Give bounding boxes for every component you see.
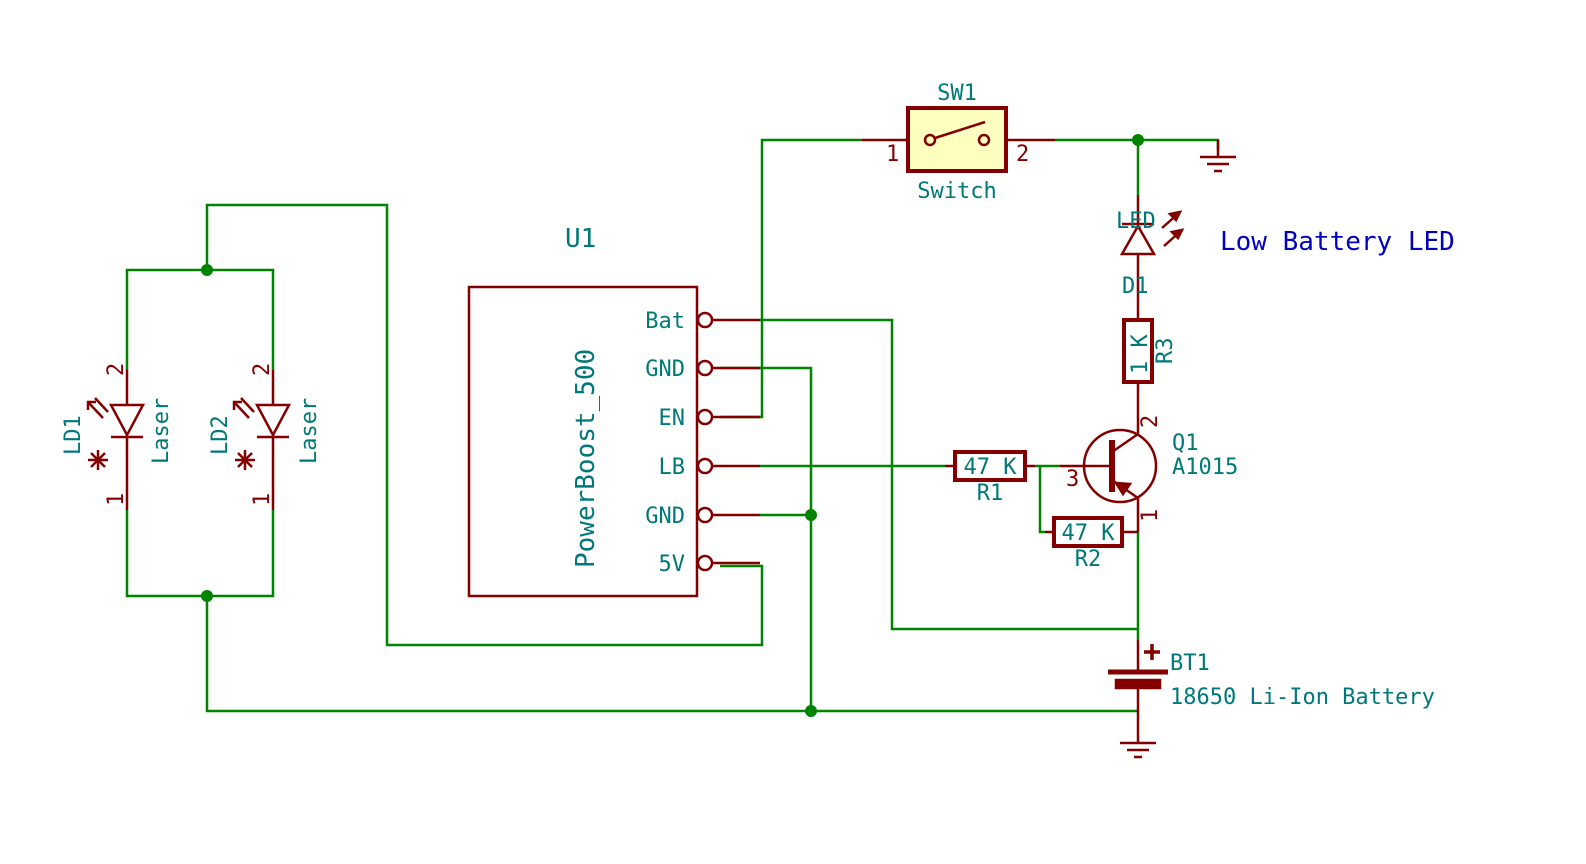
sw1-switch: SW1 Switch 1 2: [862, 81, 1055, 204]
r2-ref: R2: [1075, 547, 1102, 572]
ground-symbol-top: [1200, 140, 1236, 173]
bt1-plate-negative: [1114, 678, 1162, 690]
ld2-pin-anode: 2: [250, 363, 275, 376]
d1-led: LED D1: [1116, 195, 1185, 318]
r1-value: 47 K: [964, 455, 1018, 480]
u1-pin-circle: [696, 554, 714, 572]
ld1-pin-anode: 2: [104, 363, 129, 376]
ld1-arrow: [87, 401, 104, 419]
r3-resistor: 1 K R3: [1122, 318, 1178, 430]
junction: [1132, 134, 1144, 146]
ld1-pin-cathode: 1: [104, 493, 129, 506]
wire-bat: [760, 318, 1138, 631]
sw1-contact: [977, 133, 991, 147]
wires: [125, 138, 1220, 713]
u1-pin-en: EN: [659, 406, 686, 431]
q1-value: A1015: [1172, 455, 1238, 480]
u1-pin-circle: [696, 506, 714, 524]
q1-arrow: [1113, 481, 1133, 497]
junction: [201, 590, 213, 602]
ld1-arrow: [94, 397, 109, 413]
bt1-ref: BT1: [1170, 651, 1210, 676]
q1-pin-emitter: 1: [1138, 509, 1163, 522]
ld1-triangle: [108, 403, 146, 438]
ld2-laser: 2 1 LD2 Laser: [208, 363, 322, 510]
junction: [805, 705, 817, 717]
u1-ref: U1: [565, 224, 596, 254]
ld2-triangle: [254, 403, 292, 438]
u1-value: PowerBoost_500: [571, 349, 601, 568]
wire-gnd1: [720, 366, 813, 711]
junction: [805, 509, 817, 521]
note-low-battery: Low Battery LED: [1220, 227, 1455, 257]
u1-pin-gnd: GND: [645, 357, 685, 382]
ld2-value: Laser: [297, 398, 322, 464]
ld2-pin-cathode: 1: [250, 493, 275, 506]
sw1-ref: SW1: [937, 81, 977, 106]
wire-r2-link: [1038, 466, 1045, 534]
sw1-pin2: 2: [1016, 142, 1029, 167]
u1-pin-circle: [696, 457, 714, 475]
u1-module: U1 PowerBoost_500 Bat GND EN LB GND 5V: [467, 224, 760, 598]
r1-ref: R1: [977, 481, 1004, 506]
u1-body: [467, 285, 699, 598]
u1-pin-5v: 5V: [659, 552, 686, 577]
r1-resistor: 47 K R1: [945, 450, 1035, 506]
wire-gnd-bottom: [205, 596, 1138, 713]
ld1-value: Laser: [149, 398, 174, 464]
u1-pin-circle: [696, 408, 714, 426]
d1-ref: D1: [1122, 274, 1149, 299]
ld2-arrow: [240, 397, 255, 413]
sw1-blade: [934, 120, 986, 140]
ld2-burst-icon: [235, 450, 255, 470]
q1-transistor: Q1 A1015 3 2 1: [1060, 415, 1238, 532]
r2-value: 47 K: [1062, 521, 1116, 546]
ld2-arrow: [233, 401, 250, 419]
bt1-value: 18650 Li-Ion Battery: [1170, 685, 1435, 710]
ld1-burst-icon: [88, 450, 108, 470]
d1-value: LED: [1116, 209, 1156, 234]
sw1-contact: [923, 133, 937, 147]
q1-collector: [1111, 430, 1140, 454]
u1-pin-circle: [696, 359, 714, 377]
ground-symbol-bottom: [1120, 711, 1156, 759]
r3-ref: R3: [1153, 338, 1178, 365]
u1-pin-gnd: GND: [645, 504, 685, 529]
u1-pin-bat: Bat: [645, 309, 685, 334]
r2-resistor: 47 K R2: [1045, 516, 1138, 572]
wire-laser-bottom: [125, 510, 275, 598]
sw1-pin1: 1: [886, 142, 899, 167]
q1-ref: Q1: [1172, 431, 1199, 456]
u1-pin-circle: [696, 311, 714, 329]
junction: [201, 264, 213, 276]
sw1-value: Switch: [917, 179, 996, 204]
junctions: [201, 134, 1144, 717]
bt1-battery: BT1 18650 Li-Ion Battery: [1108, 640, 1435, 711]
ld1-ref: LD1: [61, 415, 86, 455]
q1-pin-base: 3: [1066, 467, 1079, 492]
sw1-body: [906, 106, 1008, 173]
r3-value: 1 K: [1128, 334, 1153, 374]
ld2-ref: LD2: [208, 415, 233, 455]
wire-laser-top: [125, 268, 275, 370]
q1-pin-collector: 2: [1138, 415, 1163, 428]
wire-en-switch: [720, 138, 862, 419]
u1-pin-lb: LB: [659, 455, 686, 480]
u1-pins: [696, 311, 760, 572]
wire-5v-net: [205, 203, 764, 647]
ld1-laser: 2 1 LD1 Laser: [61, 363, 174, 510]
